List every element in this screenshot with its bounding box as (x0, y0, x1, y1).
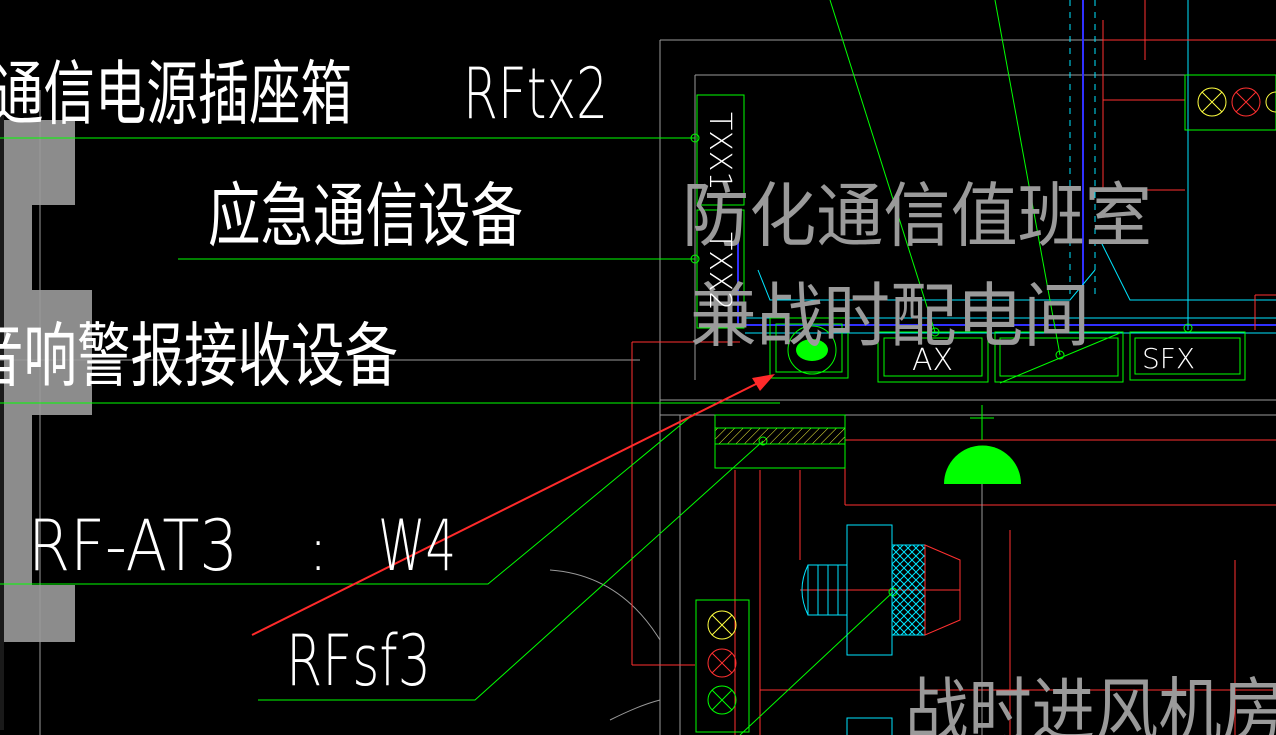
lamp-panel-bottom[interactable] (695, 599, 750, 733)
label-comm-socket-code: RFtx2 (463, 53, 608, 135)
alarm-bell-icon[interactable] (944, 405, 1021, 735)
label-emergency-comm: 应急通信设备 (208, 175, 523, 257)
label-cable-colon: : (308, 515, 328, 585)
label-room-duty: 防化通信值班室 (682, 175, 1152, 257)
yellow-cross-lamp-icon (1197, 87, 1227, 117)
green-cross-lamp-icon (707, 685, 737, 715)
label-box-sfx: SFX (1142, 342, 1195, 375)
structure-lines (0, 39, 1276, 735)
indicator-box[interactable] (769, 317, 849, 379)
equipment-box-sfx[interactable] (1129, 331, 1246, 381)
equipment-box-txx2[interactable] (696, 209, 745, 329)
label-cable-code: RF-AT3 (28, 505, 238, 587)
fan-unit[interactable] (801, 524, 961, 735)
label-alarm-receiver: 音响警报接收设备 (0, 315, 398, 397)
red-cross-lamp-icon (1231, 87, 1261, 117)
equipment-box-txx1[interactable] (696, 94, 745, 206)
label-box-txx2: TXX2 (702, 232, 737, 311)
label-box-txx1: TXX1 (702, 112, 737, 191)
red-cross-lamp-icon (707, 648, 737, 678)
label-valve-code: RFsf3 (286, 620, 431, 702)
label-room-fan: 战时进风机房 (905, 670, 1276, 735)
red-pointer-arrow (251, 374, 775, 636)
lamp-panel-right[interactable] (1184, 74, 1276, 131)
left-wall (0, 90, 92, 730)
green-indicator-icon (796, 339, 828, 361)
green-leader-lines (0, 0, 1193, 735)
label-cable-w: W4 (378, 505, 456, 587)
equipment-box-middle[interactable] (994, 331, 1124, 383)
label-room-power: 兼战时配电间 (690, 275, 1090, 357)
label-box-ax: AX (912, 343, 953, 378)
hatched-valve-box[interactable] (714, 414, 846, 469)
equipment-box-ax[interactable] (877, 331, 989, 383)
label-comm-socket-box: 通信电源插座箱 (0, 53, 352, 135)
yellow-cross-lamp-icon (707, 610, 737, 640)
